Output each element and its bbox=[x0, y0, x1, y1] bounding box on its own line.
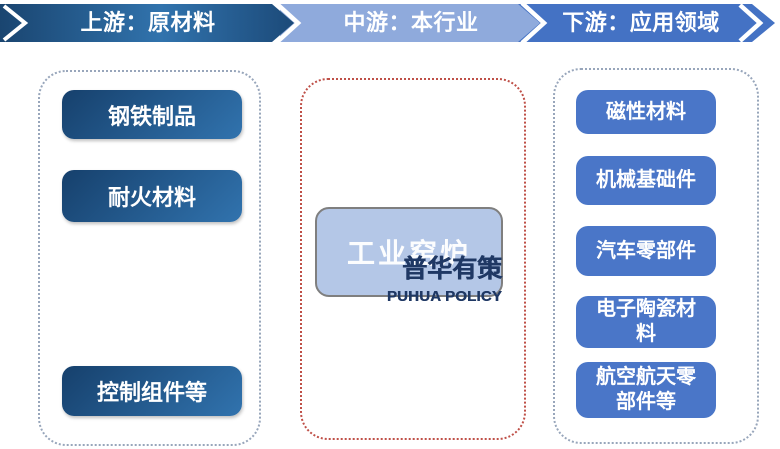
upstream-item-refractory-materials: 耐火材料 bbox=[62, 170, 242, 222]
watermark-english: PUHUA POLICY bbox=[386, 288, 502, 305]
downstream-item-mechanical-basic-parts: 机械基础件 bbox=[576, 156, 716, 205]
upstream-banner-arrow bbox=[0, 4, 294, 42]
downstream-item-magnetic-materials: 磁性材料 bbox=[576, 90, 716, 134]
downstream-column-box bbox=[553, 68, 759, 444]
downstream-banner-arrow bbox=[506, 4, 775, 42]
chevron-separator-icon bbox=[274, 1, 302, 45]
chevron-separator-icon bbox=[520, 1, 548, 45]
banner-arrows bbox=[0, 1, 775, 45]
midstream-banner-arrow bbox=[280, 4, 540, 42]
downstream-item-electronic-ceramics: 电子陶瓷材料 bbox=[576, 296, 716, 348]
downstream-item-aerospace-parts: 航空航天零部件等 bbox=[576, 362, 716, 418]
banner-label-upstream: 上游：原材料 bbox=[80, 10, 216, 35]
watermark-chinese: 普华有策 bbox=[401, 255, 502, 283]
watermark: 普华有策 PUHUA POLICY bbox=[387, 254, 502, 305]
downstream-item-auto-parts: 汽车零部件 bbox=[576, 226, 716, 276]
banner-label-midstream: 中游：本行业 bbox=[343, 10, 479, 35]
midstream-column-box bbox=[300, 78, 526, 440]
chevron-separator-icon bbox=[2, 4, 29, 42]
upstream-item-steel-products: 钢铁制品 bbox=[62, 90, 242, 139]
upstream-column-box bbox=[38, 70, 261, 446]
chevron-separator-icon bbox=[738, 3, 764, 43]
upstream-item-control-components: 控制组件等 bbox=[62, 366, 242, 416]
banner-label-downstream: 下游：应用领域 bbox=[562, 10, 720, 35]
midstream-industry-node: 工业窑炉 bbox=[315, 207, 503, 297]
